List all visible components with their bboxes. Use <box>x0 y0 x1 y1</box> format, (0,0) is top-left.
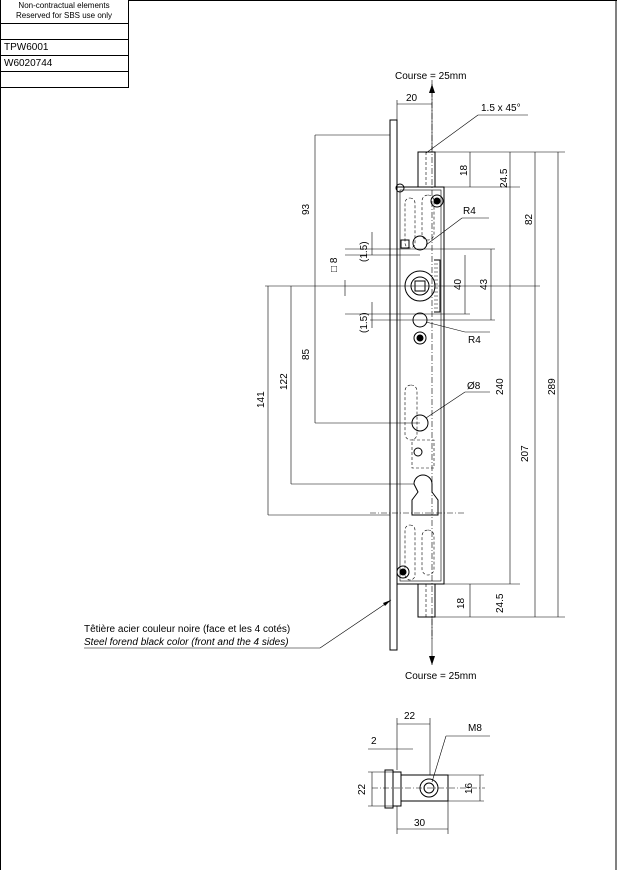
note-french: Têtière acier couleur noire (face et les… <box>84 624 290 635</box>
dim-1-5-top: (1.5) <box>359 241 370 262</box>
course-top-arrow <box>429 84 435 93</box>
dim-18-top: 18 <box>459 164 470 176</box>
dim-141: 141 <box>256 391 267 408</box>
dim-30: 30 <box>414 818 426 829</box>
dim-207: 207 <box>520 445 531 462</box>
course-bottom-label: Course = 25mm <box>405 671 476 682</box>
slot-lower-right <box>421 529 435 576</box>
cylinder-pin <box>413 447 423 457</box>
slot-middle <box>404 384 418 441</box>
header-line-1: Non-contractual elements <box>18 1 110 10</box>
slot-lower-left <box>404 524 416 581</box>
dim-43: 43 <box>479 278 490 290</box>
slot-upper-left <box>404 197 416 249</box>
r4-lower-leader <box>425 321 466 333</box>
title-block-row-3: W6020744 <box>0 56 129 72</box>
title-block-row-1 <box>0 24 129 40</box>
screw-lower-head <box>399 568 407 576</box>
m8-leader <box>431 735 447 783</box>
forend-plate <box>389 119 398 651</box>
dim-18-bottom: 18 <box>456 597 467 609</box>
note-english: Steel forend black color (front and the … <box>84 637 289 648</box>
square-8-label: □ 8 <box>329 257 340 272</box>
side-forend-plate <box>384 769 394 809</box>
r4-upper-label: R4 <box>463 206 476 217</box>
dim-122: 122 <box>279 373 290 390</box>
side-forend <box>392 771 402 807</box>
screw-upper <box>430 194 444 208</box>
lock-body-inner <box>399 189 442 582</box>
course-bottom-arrow <box>429 656 435 665</box>
dim-20: 20 <box>406 93 418 104</box>
dim-22-top: 22 <box>404 711 416 722</box>
chamfer-leader <box>425 114 479 154</box>
slot-upper-right <box>421 194 435 241</box>
chamfer-label: 1.5 x 45° <box>481 103 521 114</box>
hole-upper-r4 <box>412 235 428 251</box>
dim-240: 240 <box>495 378 506 395</box>
side-body <box>400 774 449 802</box>
r4-upper-leader <box>425 217 463 246</box>
pin-square <box>400 239 410 249</box>
title-block-header: Non-contractual elements Reserved for SB… <box>0 0 129 24</box>
header-line-2: Reserved for SBS use only <box>15 11 113 20</box>
dim-40: 40 <box>453 278 464 290</box>
dim-2: 2 <box>371 736 377 747</box>
dim-93: 93 <box>301 203 312 215</box>
screw-forend-top <box>395 183 405 193</box>
note-arrow <box>383 600 391 606</box>
screw-upper-head <box>433 197 441 205</box>
dim-82: 82 <box>524 213 535 225</box>
screw-lower <box>396 565 410 579</box>
dim-289: 289 <box>547 378 558 395</box>
dim-24-5-top: 24.5 <box>499 168 510 188</box>
dim-85: 85 <box>301 348 312 360</box>
rack-teeth <box>434 263 438 309</box>
cylinder-cutout <box>411 474 439 516</box>
course-top-label: Course = 25mm <box>395 71 466 82</box>
r4-lower-label: R4 <box>468 335 481 346</box>
diam-leader <box>425 391 466 419</box>
title-block-row-2: TPW6001 <box>0 40 129 56</box>
cylinder-housing <box>411 439 435 469</box>
dim-22-side: 22 <box>357 783 368 795</box>
upper-rod <box>417 151 436 188</box>
diam-8-label: Ø8 <box>467 381 481 392</box>
lock-body <box>396 186 445 585</box>
lower-rod <box>417 583 436 618</box>
screw-middle <box>413 331 427 345</box>
note-leader <box>319 599 392 649</box>
dim-16: 16 <box>464 782 475 794</box>
m8-label: M8 <box>468 723 482 734</box>
screw-middle-head <box>416 334 424 342</box>
title-block-row-4 <box>0 72 129 88</box>
dim-24-5-bottom: 24.5 <box>495 593 506 613</box>
dim-1-5-bottom: (1.5) <box>359 312 370 333</box>
